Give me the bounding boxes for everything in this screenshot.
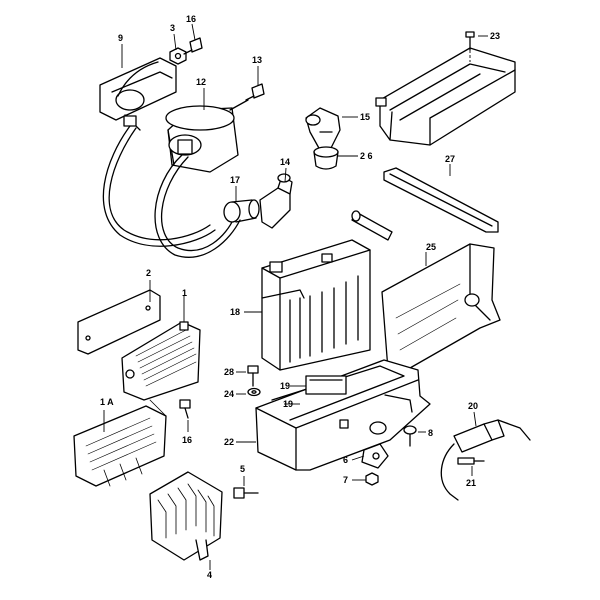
callout-1a: 1 A bbox=[100, 397, 114, 407]
nut-7 bbox=[365, 472, 379, 486]
ignition-coil-9 bbox=[99, 57, 177, 131]
fuse-holder-20 bbox=[440, 419, 531, 501]
fuse-21 bbox=[457, 457, 485, 465]
leader-lines bbox=[103, 23, 488, 570]
coil-12-wire bbox=[154, 154, 241, 258]
regulator-rectifier-1 bbox=[121, 321, 201, 401]
callout-16-top: 16 bbox=[186, 14, 196, 24]
callout-23: 23 bbox=[490, 31, 500, 41]
callout-15: 15 bbox=[360, 112, 370, 122]
callout-labels: 1 1 A 2 3 4 5 6 7 8 9 12 13 14 15 16 16 … bbox=[100, 14, 500, 580]
seal-17 bbox=[223, 199, 260, 223]
battery-18 bbox=[261, 239, 371, 371]
callout-25: 25 bbox=[426, 242, 436, 252]
callout-19-upper: 19 bbox=[280, 381, 290, 391]
callout-17: 17 bbox=[230, 175, 240, 185]
callout-24: 24 bbox=[224, 389, 234, 399]
relay-6 bbox=[361, 443, 389, 469]
coil-9-wire bbox=[102, 125, 216, 247]
battery-box-23 bbox=[375, 47, 516, 146]
callout-8: 8 bbox=[428, 428, 433, 438]
bolt-16-top bbox=[183, 37, 203, 55]
bolt-28 bbox=[247, 365, 259, 387]
callout-5: 5 bbox=[240, 464, 245, 474]
ignition-coil-12 bbox=[165, 99, 249, 173]
bolt-16-lower bbox=[179, 399, 191, 419]
strap-27 bbox=[383, 167, 499, 233]
washer-24 bbox=[247, 387, 261, 397]
nut-3 bbox=[169, 47, 187, 65]
callout-21: 21 bbox=[466, 478, 476, 488]
callout-3: 3 bbox=[170, 23, 175, 33]
battery-vent-tube bbox=[351, 210, 393, 241]
callout-22: 22 bbox=[224, 437, 234, 447]
callout-7: 7 bbox=[343, 475, 348, 485]
callout-19-lower: 19 bbox=[283, 399, 293, 409]
bolt-5 bbox=[233, 487, 259, 499]
callout-2: 2 bbox=[146, 268, 151, 278]
bolt-23 bbox=[465, 31, 475, 51]
callout-16-lower: 16 bbox=[182, 435, 192, 445]
cover-25 bbox=[381, 243, 501, 371]
spark-plug-cap-15 bbox=[305, 107, 341, 151]
callout-13: 13 bbox=[252, 55, 262, 65]
callout-1: 1 bbox=[182, 288, 187, 298]
screw-8 bbox=[403, 425, 417, 447]
callout-20: 20 bbox=[468, 401, 478, 411]
regulator-1a bbox=[73, 399, 167, 487]
bolt-13 bbox=[245, 83, 265, 101]
battery-tray-22 bbox=[255, 359, 431, 471]
callout-12: 12 bbox=[196, 77, 206, 87]
callout-14: 14 bbox=[280, 157, 290, 167]
callout-18: 18 bbox=[230, 307, 240, 317]
callout-27: 27 bbox=[445, 154, 455, 164]
regulator-4 bbox=[149, 471, 223, 561]
spark-plug-cap-14 bbox=[259, 173, 293, 229]
callout-6: 6 bbox=[343, 455, 348, 465]
seal-26 bbox=[313, 146, 339, 170]
callout-9: 9 bbox=[118, 33, 123, 43]
callout-26: 2 6 bbox=[360, 151, 373, 161]
callout-4: 4 bbox=[207, 570, 212, 580]
callout-28: 28 bbox=[224, 367, 234, 377]
